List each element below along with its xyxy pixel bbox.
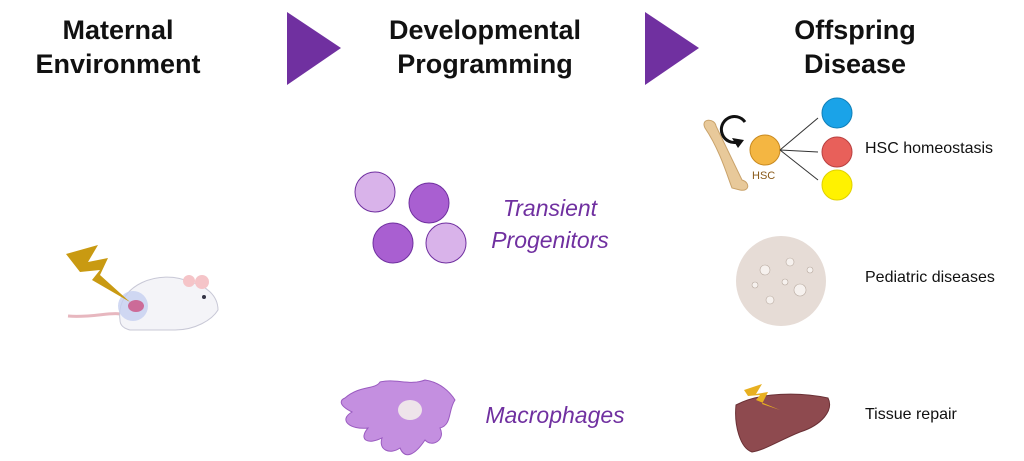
hsc-label: HSC bbox=[752, 170, 776, 182]
self-renewal-arrow-icon bbox=[719, 115, 747, 144]
macrophages-label: Macrophages bbox=[485, 402, 625, 428]
tissue-repair-label: Tissue repair bbox=[865, 406, 957, 423]
progenitor-cell bbox=[425, 222, 467, 264]
red-cell bbox=[821, 136, 853, 168]
yellow-cell bbox=[821, 169, 853, 201]
mouse-illustration bbox=[66, 245, 219, 331]
macrophage-illustration bbox=[340, 379, 456, 456]
colony-dish-image bbox=[736, 236, 826, 326]
title-line: Developmental bbox=[388, 15, 582, 45]
title-line: Disease bbox=[803, 49, 907, 79]
label-line: Progenitors bbox=[491, 227, 609, 253]
blue-cell bbox=[821, 97, 853, 129]
liver-illustration bbox=[735, 393, 830, 453]
arrow-icon bbox=[645, 12, 699, 85]
pediatric-diseases-label: Pediatric diseases bbox=[865, 269, 995, 286]
progenitor-cell bbox=[372, 222, 414, 264]
progenitor-cell bbox=[408, 182, 450, 224]
title-line: Offspring bbox=[794, 15, 916, 45]
title-line: Programming bbox=[397, 49, 573, 79]
lightning-icon bbox=[744, 384, 780, 410]
title-line: Maternal bbox=[62, 15, 174, 45]
arrow-icon bbox=[287, 12, 341, 85]
label-line: Transient bbox=[502, 195, 598, 221]
hsc-cell bbox=[749, 134, 781, 166]
progenitor-cell bbox=[354, 171, 396, 213]
lightning-icon bbox=[66, 245, 130, 302]
bone-icon bbox=[703, 119, 749, 191]
hsc-homeostasis-label: HSC homeostasis bbox=[865, 140, 994, 157]
title-line: Environment bbox=[35, 49, 201, 79]
